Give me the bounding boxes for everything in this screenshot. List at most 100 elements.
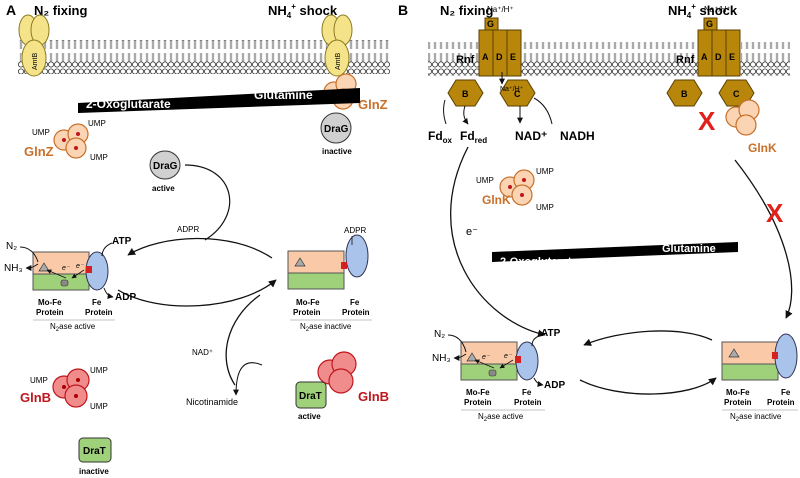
drag-active-label: DraG [153, 161, 178, 172]
gradient-a [78, 88, 360, 103]
drat-active-label: DraT [299, 391, 322, 402]
e-label-a-active-1: e⁻ [62, 265, 71, 272]
e-label-a-active-2: e⁻ [76, 263, 85, 270]
drag-active-shape [149, 150, 181, 180]
nadh-label-b: NADH [560, 129, 595, 143]
na-h-left-bottom: Na⁺/H⁺ [500, 86, 524, 93]
mofe-label-a-active-2: Protein [36, 308, 64, 317]
drat-arc [225, 294, 261, 386]
drag-inactive-state: inactive [322, 147, 352, 156]
mofe-label-b-active-2: Protein [464, 398, 492, 407]
nad-plus-label-b: NAD⁺ [515, 129, 547, 143]
rnf-right-e: E [729, 52, 735, 62]
ump-k1: UMP [476, 176, 494, 185]
ump-k2: UMP [536, 167, 554, 176]
panel-b: B N₂ fixing NH4+ shock G A D E B C Rnf N… [398, 2, 798, 423]
e-label-b-active-1: e⁻ [482, 354, 491, 361]
rnf-left-e: E [510, 52, 516, 62]
fe-label-a-inactive-1: Fe [350, 298, 360, 307]
nh3-out-arrow-a [25, 263, 39, 271]
glnb-free-label: GlnB [20, 390, 51, 405]
x-block-flow: X [766, 198, 784, 228]
amtb-right: AmtB [321, 14, 353, 77]
drag-inactive-shape [320, 112, 352, 144]
glnb-trimer-drat [317, 351, 357, 394]
drat-active-shape [295, 381, 327, 409]
rnf-left-g: G [487, 19, 494, 29]
nase-active-label-a: N2ase active [50, 322, 96, 333]
glnk-umpylated [499, 169, 535, 206]
gradient-b [492, 242, 738, 252]
rnf-left-b: B [462, 89, 469, 99]
glnk-free-label: GlnK [482, 193, 511, 207]
amtb-left: AmtB [18, 14, 50, 77]
nad-plus-label-a: NAD⁺ [192, 348, 213, 357]
mofe-label-a-inactive-1: Mo-Fe [296, 298, 320, 307]
glnk-trimer-membrane [725, 99, 760, 136]
amtb-left-label: AmtB [32, 53, 39, 70]
fe-label-b-active-2: Protein [514, 398, 542, 407]
gradient-a-right-label: Glutamine [254, 88, 313, 102]
nicotinamide-arrow [233, 362, 263, 396]
rnf-right-a: A [701, 52, 708, 62]
ump-label-1: UMP [32, 128, 50, 137]
electron-arrow [450, 146, 546, 338]
glnz-umpylated [53, 123, 89, 159]
ump-k3: UMP [536, 203, 554, 212]
drat-inactive-shape [78, 437, 112, 463]
atp-in-a [101, 242, 113, 257]
adpr-attached-label: ADPR [344, 226, 366, 235]
nase-inactive-label-b: N2ase inactive [730, 412, 782, 423]
nicotinamide-label: Nicotinamide [186, 397, 238, 407]
nitrogenase-active-b [460, 341, 539, 381]
gradient-a-left [78, 103, 360, 113]
nase-inactive-label-a: N2ase inactive [300, 322, 352, 333]
e-label-b-active-2: e⁻ [504, 353, 513, 360]
fd-red-label: Fdred [460, 129, 487, 145]
drat-inactive-label: DraT [83, 446, 106, 457]
panel-a-right-title: NH4+ shock [268, 2, 338, 20]
drag-arc [184, 164, 231, 241]
nase-active-label-b: N2ase active [478, 412, 524, 423]
gradient-b-left-label: 2-Oxoglutarate [500, 256, 578, 268]
n2-in-arrow-a [19, 246, 39, 263]
rnf-left-label: Rnf [456, 54, 475, 66]
mofe-label-b-active-1: Mo-Fe [466, 388, 490, 397]
glnz-membrane-label: GlnZ [358, 97, 388, 112]
rnf-complex-left [447, 17, 536, 107]
atp-label-b: ATP [541, 328, 561, 339]
fe-label-b-inactive-1: Fe [781, 388, 791, 397]
rnf-right-d: D [715, 52, 722, 62]
glnz-free-label: GlnZ [24, 144, 54, 159]
panel-a: A N₂ fixing NH4+ shock AmtB AmtB GlnZ Dr… [4, 2, 390, 476]
panel-a-letter: A [6, 2, 16, 18]
rnf-left-d: D [496, 52, 503, 62]
rnf-right-g: G [706, 19, 713, 29]
arrow-a-to-active [127, 237, 273, 259]
fd-ox-label: Fdox [428, 129, 453, 145]
panel-b-right-title: NH4+ shock [668, 2, 738, 20]
fe-label-b-inactive-2: Protein [767, 398, 795, 407]
ump-label-3: UMP [90, 153, 108, 162]
adpr-released-label: ADPR [177, 225, 199, 234]
glnb-umpylated [52, 368, 90, 408]
panel-a-left-title: N₂ fixing [34, 3, 88, 18]
adp-label-a: ADP [115, 292, 136, 303]
arrow-b-to-inactive [579, 377, 717, 395]
drat-active-state: active [298, 412, 321, 421]
n2-label-b: N₂ [434, 329, 445, 340]
adp-out-a [103, 287, 114, 299]
panel-b-left-title: N₂ fixing [440, 3, 494, 18]
atp-label-a: ATP [112, 236, 132, 247]
ump-label-b3: UMP [90, 402, 108, 411]
glnk-membrane-label: GlnK [748, 141, 777, 155]
na-h-right-top: Na⁺/H⁺ [704, 5, 731, 14]
amtb-right-label: AmtB [335, 53, 342, 70]
mofe-label-a-inactive-2: Protein [293, 308, 321, 317]
nitrogenase-active-a [32, 251, 109, 291]
mofe-label-b-inactive-2: Protein [724, 398, 752, 407]
nitrogenase-inactive-a [287, 234, 369, 290]
glnb-drat-label: GlnB [358, 389, 389, 404]
fe-label-b-active-1: Fe [522, 388, 532, 397]
ump-label-b2: UMP [90, 366, 108, 375]
